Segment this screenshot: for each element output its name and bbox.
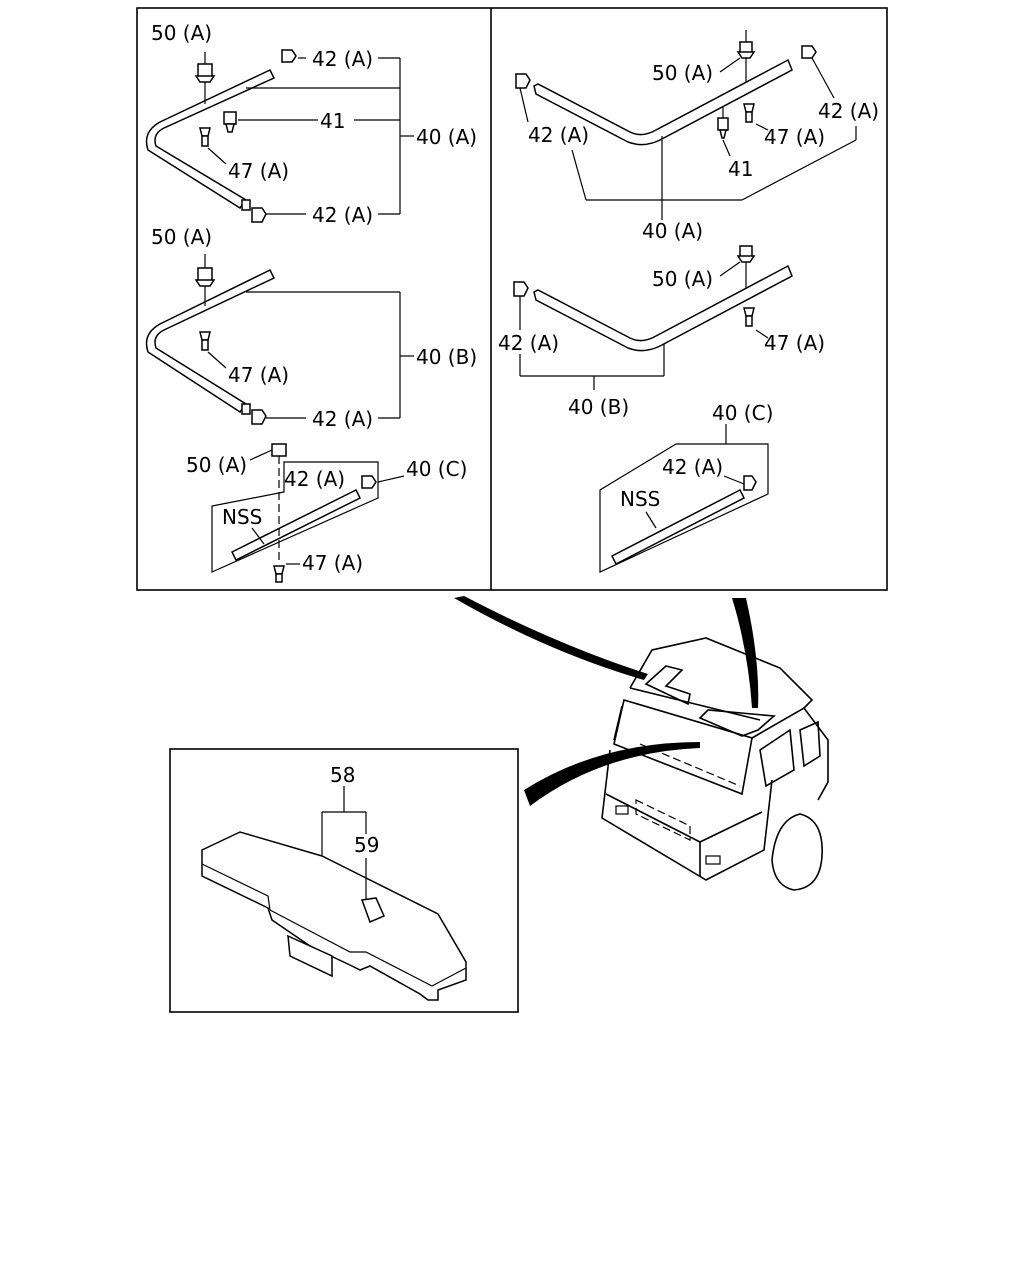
left-nss-outline (211, 461, 379, 573)
left-assembly-c: 50 (A) 42 (A) 40 (C) NSS 47 (A) (186, 443, 467, 583)
label-cap: 42 (A) (818, 99, 879, 123)
label-clip: 50 (A) (151, 21, 212, 45)
label-group: 40 (C) (712, 401, 773, 425)
label-clip: 50 (A) (186, 453, 247, 477)
left-assembly-b: 50 (A) 47 (A) 42 (A) 40 (B) (145, 225, 477, 431)
left-screw-b (199, 331, 211, 341)
label-nss: NSS (222, 505, 262, 529)
label-clip: 50 (A) (652, 267, 713, 291)
label-clip: 50 (A) (652, 61, 713, 85)
label-cap: 42 (A) (498, 331, 559, 355)
right-assembly-a: 50 (A) 42 (A) 42 (A) 47 (A) 41 40 (A) (515, 30, 879, 243)
truck-cab-illustration (601, 637, 829, 891)
right-cap-c (743, 475, 757, 491)
left-cap-top (281, 49, 297, 63)
left-clip-c (271, 443, 287, 457)
left-strip-c (230, 488, 362, 562)
label-screw: 47 (A) (228, 363, 289, 387)
label-group: 40 (B) (568, 395, 629, 419)
right-cap-left (515, 73, 531, 89)
left-screw-a (199, 127, 211, 137)
right-screw-b (743, 307, 755, 317)
label-group: 40 (B) (416, 345, 477, 369)
right-assembly-c: 40 (C) 42 (A) NSS (599, 401, 773, 573)
label-grommet: 41 (320, 109, 345, 133)
cover-58 (201, 831, 467, 1001)
cab-side (751, 706, 829, 801)
label-cap: 42 (A) (312, 203, 373, 227)
label-screw: 47 (A) (764, 331, 825, 355)
side-window (759, 728, 795, 788)
right-nss-outline (599, 443, 769, 573)
label-screw: 47 (A) (228, 159, 289, 183)
label-clip: 50 (A) (151, 225, 212, 249)
label-sub-part: 59 (354, 833, 379, 857)
label-cap: 42 (A) (312, 407, 373, 431)
callout-swoosh-bottom (524, 742, 700, 806)
right-strip-c (610, 488, 746, 566)
headlamp-left (615, 805, 629, 815)
left-rail-a (145, 69, 276, 210)
right-cap-right (801, 45, 817, 59)
label-cap: 42 (A) (312, 47, 373, 71)
cover-assembly: 58 59 (201, 763, 467, 1001)
cab-roof (629, 637, 814, 709)
top-frame (136, 7, 888, 591)
label-cap: 42 (A) (284, 467, 345, 491)
label-cap: 42 (A) (662, 455, 723, 479)
left-cap-c (361, 475, 377, 489)
label-screw: 47 (A) (764, 125, 825, 149)
left-cap-b (251, 409, 267, 425)
left-cap-bottom (251, 207, 267, 223)
front-wheel (771, 813, 823, 891)
right-screw-a (743, 103, 755, 113)
left-screw-c (273, 565, 285, 575)
right-rail-a (533, 58, 793, 146)
label-group: 40 (A) (416, 125, 477, 149)
label-nss: NSS (620, 487, 660, 511)
cab-front (601, 749, 773, 881)
headlamp-right (705, 855, 721, 865)
roof-frame-left (644, 665, 691, 706)
right-grommet (717, 117, 729, 131)
left-grommet (223, 111, 237, 125)
label-group: 40 (A) (642, 219, 703, 243)
label-screw: 47 (A) (302, 551, 363, 575)
cover-bracket (287, 934, 333, 978)
label-part: 58 (330, 763, 355, 787)
label-group: 40 (C) (406, 457, 467, 481)
label-cap: 42 (A) (528, 123, 589, 147)
right-assembly-b: 50 (A) 42 (A) 47 (A) 40 (B) (498, 245, 825, 419)
left-rail-b (145, 268, 276, 414)
left-assembly-a: 50 (A) 42 (A) 41 47 (A) 42 (A) 40 (A) (145, 21, 477, 227)
lower-frame (169, 748, 519, 1013)
label-grommet: 41 (728, 157, 753, 181)
windshield (613, 698, 753, 796)
callout-swoosh-top-left (454, 596, 648, 680)
callout-swoosh-top-right (732, 598, 759, 708)
right-rail-b (533, 264, 793, 352)
right-cap-b (513, 281, 529, 297)
clip-59 (360, 897, 385, 924)
